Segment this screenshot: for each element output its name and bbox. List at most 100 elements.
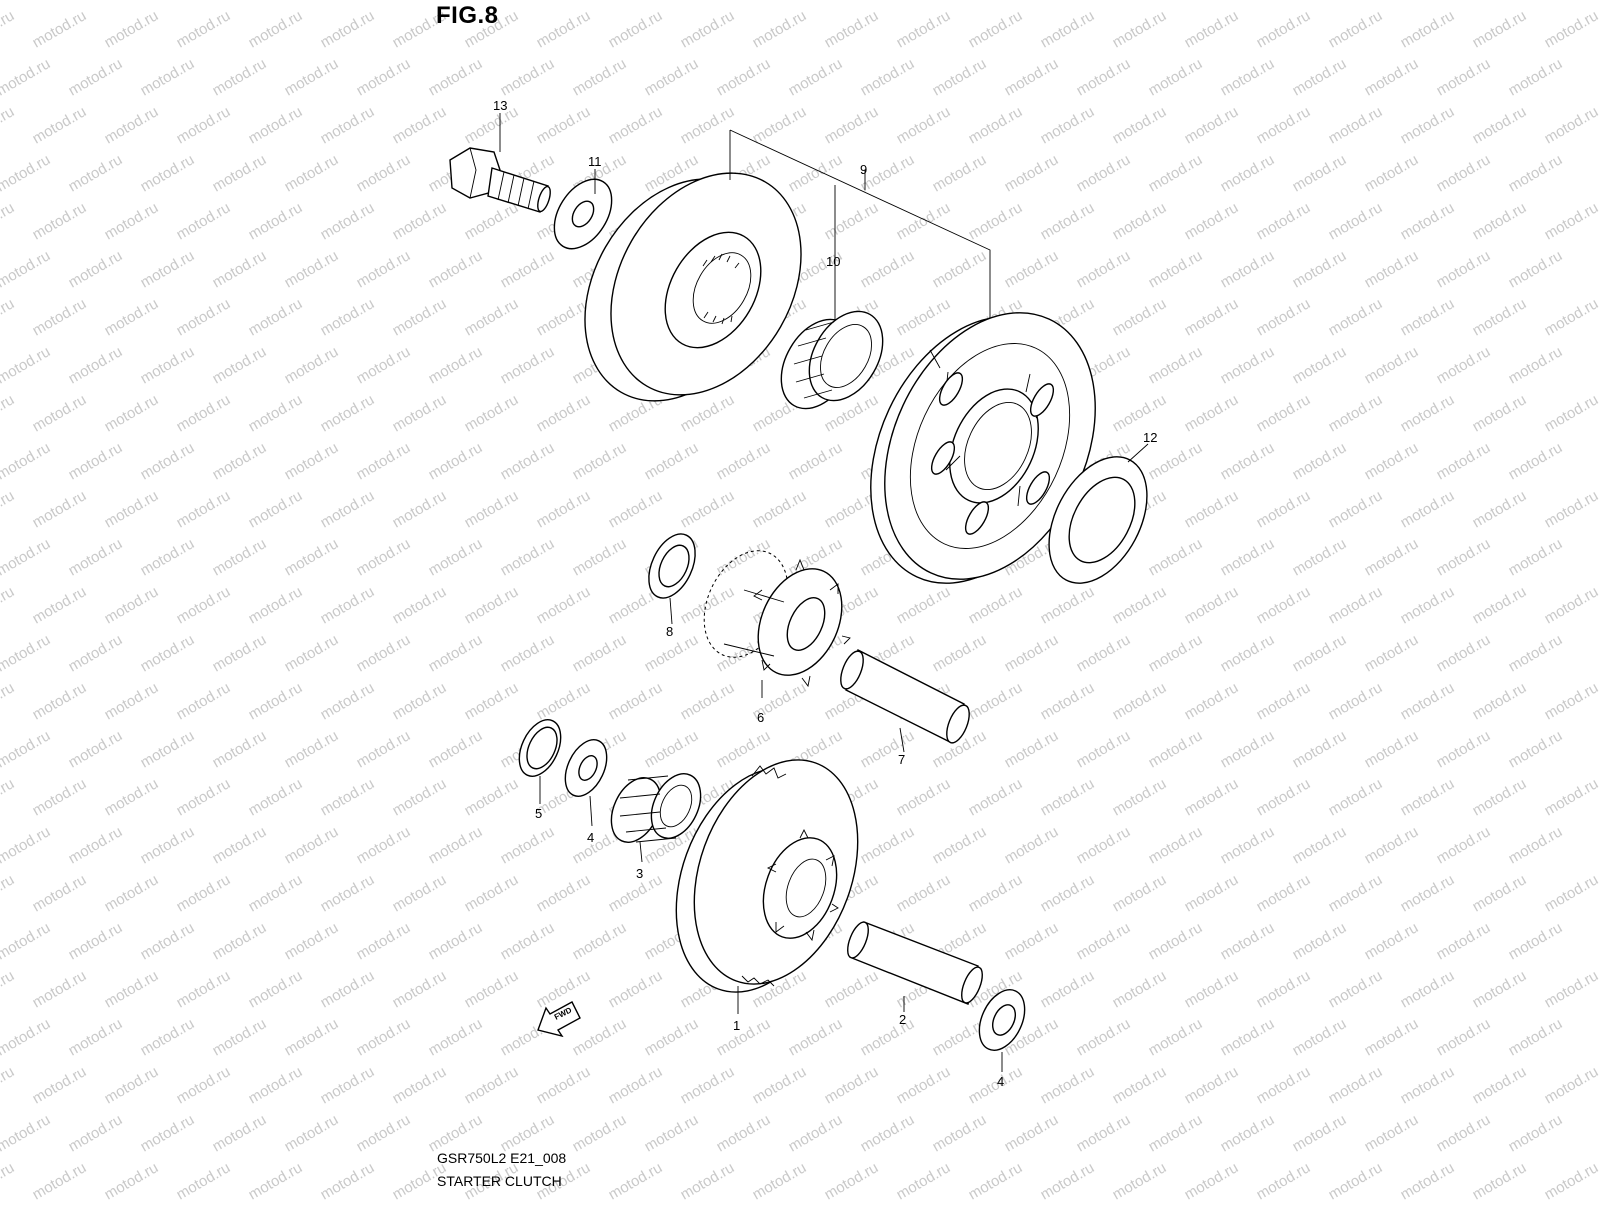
watermark-text: motod.ru (282, 343, 342, 387)
watermark-text: motod.ru (1290, 0, 1350, 3)
watermark-text: motod.ru (1326, 295, 1386, 339)
watermark-text: motod.ru (1218, 247, 1278, 291)
watermark-text: motod.ru (0, 151, 53, 195)
watermark-text: motod.ru (1434, 631, 1494, 675)
watermark-text: motod.ru (1326, 775, 1386, 819)
watermark-text: motod.ru (1182, 487, 1242, 531)
watermark-text: motod.ru (570, 439, 630, 483)
watermark-text: motod.ru (534, 583, 594, 627)
watermark-text: motod.ru (1254, 967, 1314, 1011)
watermark-text: motod.ru (1002, 247, 1062, 291)
watermark-text: motod.ru (462, 295, 522, 339)
watermark-text: motod.ru (66, 439, 126, 483)
watermark-text: motod.ru (858, 0, 918, 3)
callout-10: 10 (826, 254, 840, 269)
watermark-text: motod.ru (354, 631, 414, 675)
watermark-text: motod.ru (1290, 535, 1350, 579)
watermark-text: motod.ru (1218, 151, 1278, 195)
watermark-text: motod.ru (1110, 967, 1170, 1011)
watermark-text: motod.ru (1074, 0, 1134, 3)
watermark-text: motod.ru (1254, 1063, 1314, 1107)
watermark-text: motod.ru (678, 103, 738, 147)
watermark-text: motod.ru (1506, 55, 1566, 99)
watermark-text: motod.ru (498, 55, 558, 99)
watermark-text: motod.ru (534, 967, 594, 1011)
watermark-text: motod.ru (1290, 247, 1350, 291)
watermark-text: motod.ru (1362, 1015, 1422, 1059)
watermark-text: motod.ru (174, 967, 234, 1011)
watermark-text: motod.ru (354, 727, 414, 771)
watermark-text: motod.ru (1002, 1111, 1062, 1155)
watermark-text: motod.ru (822, 1159, 882, 1200)
watermark-text: motod.ru (930, 55, 990, 99)
watermark-text: motod.ru (1542, 1159, 1600, 1200)
watermark-text: motod.ru (1182, 1159, 1242, 1200)
watermark-text: motod.ru (1074, 727, 1134, 771)
watermark-text: motod.ru (1218, 343, 1278, 387)
watermark-text: motod.ru (966, 1159, 1026, 1200)
watermark-text: motod.ru (534, 871, 594, 915)
watermark-text: motod.ru (174, 775, 234, 819)
watermark-text: motod.ru (1290, 439, 1350, 483)
watermark-text: motod.ru (1506, 247, 1566, 291)
watermark-text: motod.ru (210, 631, 270, 675)
watermark-text: motod.ru (282, 631, 342, 675)
watermark-text: motod.ru (1434, 343, 1494, 387)
watermark-text: motod.ru (174, 487, 234, 531)
watermark-text: motod.ru (66, 823, 126, 867)
watermark-text: motod.ru (1542, 295, 1600, 339)
watermark-text: motod.ru (1002, 0, 1062, 3)
watermark-text: motod.ru (102, 7, 162, 51)
watermark-text: motod.ru (1506, 727, 1566, 771)
watermark-text: motod.ru (894, 199, 954, 243)
watermark-text: motod.ru (498, 823, 558, 867)
watermark-text: motod.ru (1542, 967, 1600, 1011)
watermark-text: motod.ru (102, 199, 162, 243)
watermark-text: motod.ru (1362, 1111, 1422, 1155)
watermark-text: motod.ru (462, 871, 522, 915)
watermark-text: motod.ru (282, 823, 342, 867)
watermark-text: motod.ru (462, 103, 522, 147)
watermark-text: motod.ru (66, 535, 126, 579)
watermark-text: motod.ru (966, 583, 1026, 627)
watermark-text: motod.ru (318, 967, 378, 1011)
watermark-text: motod.ru (858, 727, 918, 771)
watermark-text: motod.ru (606, 679, 666, 723)
watermark-text: motod.ru (246, 967, 306, 1011)
watermark-text: motod.ru (66, 1111, 126, 1155)
watermark-text: motod.ru (246, 1063, 306, 1107)
watermark-text: motod.ru (1146, 439, 1206, 483)
watermark-text: motod.ru (606, 967, 666, 1011)
watermark-text: motod.ru (750, 103, 810, 147)
watermark-text: motod.ru (570, 919, 630, 963)
watermark-text: motod.ru (1506, 343, 1566, 387)
watermark-text: motod.ru (1218, 439, 1278, 483)
watermark-text: motod.ru (1398, 967, 1458, 1011)
watermark-text: motod.ru (30, 967, 90, 1011)
watermark-text: motod.ru (246, 199, 306, 243)
watermark-text: motod.ru (858, 823, 918, 867)
watermark-text: motod.ru (0, 535, 53, 579)
watermark-text: motod.ru (282, 151, 342, 195)
watermark-text: motod.ru (246, 871, 306, 915)
watermark-text: motod.ru (1470, 7, 1530, 51)
watermark-text: motod.ru (1326, 679, 1386, 723)
watermark-text: motod.ru (966, 199, 1026, 243)
watermark-text: motod.ru (1002, 55, 1062, 99)
watermark-text: motod.ru (390, 103, 450, 147)
watermark-text: motod.ru (1506, 439, 1566, 483)
watermark-text: motod.ru (0, 199, 17, 243)
watermark-text: motod.ru (426, 535, 486, 579)
watermark-text: motod.ru (0, 7, 17, 51)
watermark-text: motod.ru (1326, 583, 1386, 627)
watermark-text: motod.ru (1470, 295, 1530, 339)
watermark-text: motod.ru (66, 55, 126, 99)
watermark-text: motod.ru (138, 247, 198, 291)
watermark-text: motod.ru (1434, 727, 1494, 771)
watermark-text: motod.ru (1398, 391, 1458, 435)
watermark-text: motod.ru (30, 199, 90, 243)
watermark-text: motod.ru (1506, 1015, 1566, 1059)
callout-3: 3 (636, 866, 643, 881)
watermark-text: motod.ru (102, 1063, 162, 1107)
watermark-text: motod.ru (0, 1015, 53, 1059)
